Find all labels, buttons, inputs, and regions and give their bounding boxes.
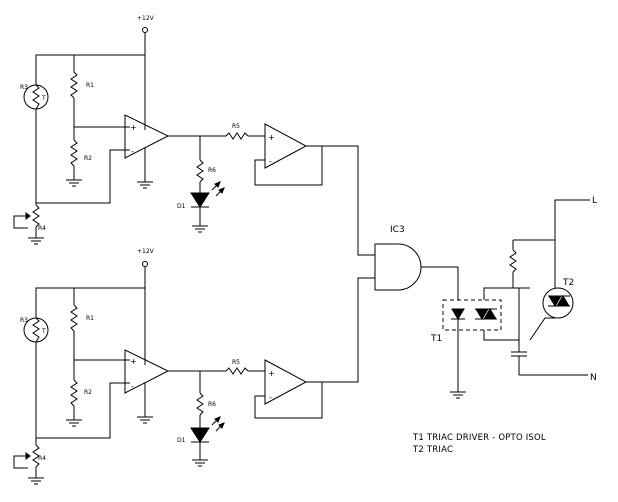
t2-label: T2 [562,278,574,288]
resistor-r1 [70,304,78,332]
resistor-r6 [196,392,204,416]
ground-icon [137,416,153,424]
capacitor [511,351,527,357]
opamp-comparator [124,349,170,394]
ground-icon [28,477,44,485]
opamp-buffer [264,359,308,405]
r5-label: R5 [232,359,240,366]
potentiometer-r4 [32,444,40,468]
resistor-r2 [70,379,78,407]
opamp-plus: + [130,357,137,366]
channel-1: +12V R1 R2 R3 T [13,15,375,256]
resistor-r5 [225,367,249,375]
r5-label: R5 [232,123,240,130]
opamp-minus: - [269,157,272,166]
ic3-label: IC3 [390,225,405,235]
terminal-N: N [590,373,597,383]
resistor-snubber [509,249,517,273]
and-gate-ic3 [374,243,422,291]
ground-icon [450,391,466,399]
ground-icon [66,179,82,187]
led-d1 [190,416,225,443]
opamp-comparator [124,114,170,159]
channel-2: +12V R1 R2 R3 T R4 [13,248,375,485]
supply-terminal [142,261,148,267]
opamp-minus: - [131,147,134,156]
supply-terminal [142,27,148,33]
ground-icon [28,237,44,245]
r6-label: R6 [208,401,216,408]
potentiometer-r4 [32,204,40,228]
terminal-L: L [592,196,597,206]
r3-symbol: T [41,328,46,335]
r3-symbol: T [41,95,46,102]
opamp-minus: - [131,382,134,391]
ground-icon [137,181,153,189]
opamp-plus: + [268,133,275,142]
r2-label: R2 [84,389,92,396]
triac-t2 [542,240,574,319]
r1-label: R1 [86,315,94,322]
r1-label: R1 [86,82,94,89]
ground-icon [66,419,82,427]
opamp-plus: + [268,369,275,378]
resistor-r1 [70,71,78,99]
legend-line-2: T2 TRIAC [412,445,453,455]
resistor-r2 [70,139,78,167]
t1-label: T1 [430,334,442,344]
opamp-buffer [264,123,308,169]
ground-icon [192,459,208,467]
r2-label: R2 [84,155,92,162]
ground-icon [192,225,208,233]
resistor-r5 [225,132,249,140]
d1-label: D1 [177,203,186,210]
resistor-r6 [196,159,204,183]
led-d1 [190,181,225,208]
opto-isolator-t1 [442,299,502,331]
supply-label: +12V [137,15,155,22]
opamp-plus: + [130,123,137,132]
r4-label: R4 [38,455,46,462]
d1-label: D1 [177,437,186,444]
legend-line-1: T1 TRIAC DRIVER - OPTO ISOL [412,433,546,443]
opamp-minus: - [269,393,272,402]
r6-label: R6 [208,167,216,174]
r3-label: R3 [20,317,28,324]
r4-label: R4 [38,225,46,232]
supply-label: +12V [137,248,155,255]
r3-label: R3 [20,84,28,91]
